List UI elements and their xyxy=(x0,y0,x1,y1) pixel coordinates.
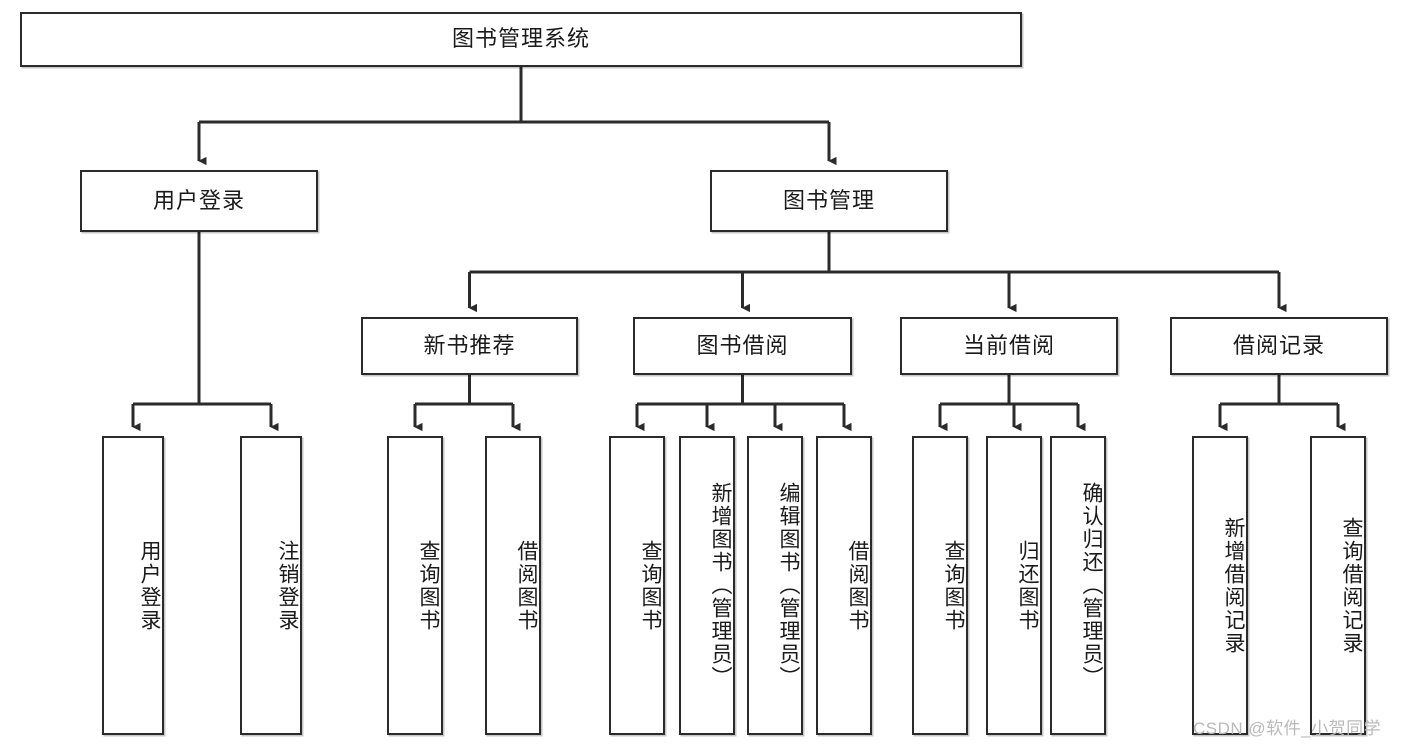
node-leaf-query-book-rec[interactable]: 查询图书 xyxy=(387,436,443,735)
node-label: 查询借阅记录 xyxy=(1340,516,1363,655)
node-label: 借阅记录 xyxy=(1232,332,1325,358)
node-leaf-add-book[interactable]: 新增图书（管理员） xyxy=(679,436,735,735)
node-leaf-user-login[interactable]: 用户登录 xyxy=(102,436,164,735)
node-label: 新增图书（管理员） xyxy=(709,482,732,689)
node-new-book-rec[interactable]: 新书推荐 xyxy=(361,317,578,375)
node-label: 借阅图书 xyxy=(846,539,869,632)
csdn-watermark: CSDN @软件_小贺同学 xyxy=(1193,719,1382,738)
node-leaf-add-record[interactable]: 新增借阅记录 xyxy=(1192,436,1248,735)
node-root[interactable]: 图书管理系统 xyxy=(20,12,1022,67)
node-label: 当前借阅 xyxy=(962,332,1055,358)
node-label: 归还图书 xyxy=(1016,539,1039,632)
node-leaf-confirm-return[interactable]: 确认归还（管理员） xyxy=(1050,436,1106,735)
node-book-manage[interactable]: 图书管理 xyxy=(710,170,948,232)
node-current-borrow[interactable]: 当前借阅 xyxy=(900,317,1118,375)
node-label: 查询图书 xyxy=(639,539,662,632)
node-leaf-query-book-c[interactable]: 查询图书 xyxy=(912,436,968,735)
node-label: 确认归还（管理员） xyxy=(1080,482,1103,689)
node-label: 图书借阅 xyxy=(696,332,789,358)
node-label: 新书推荐 xyxy=(423,332,516,358)
node-leaf-borrow-book-b[interactable]: 借阅图书 xyxy=(816,436,872,735)
node-book-borrow[interactable]: 图书借阅 xyxy=(633,317,852,375)
node-label: 图书管理 xyxy=(782,187,875,213)
node-label: 编辑图书（管理员） xyxy=(777,482,800,689)
node-label: 用户登录 xyxy=(152,187,245,213)
node-user-login[interactable]: 用户登录 xyxy=(80,170,318,232)
node-label: 新增借阅记录 xyxy=(1222,516,1245,655)
node-label: 用户登录 xyxy=(138,539,161,632)
node-label: 图书管理系统 xyxy=(451,26,590,52)
node-leaf-return-book[interactable]: 归还图书 xyxy=(986,436,1042,735)
node-label: 借阅图书 xyxy=(515,539,538,632)
node-leaf-logout[interactable]: 注销登录 xyxy=(240,436,302,735)
node-label: 注销登录 xyxy=(276,539,299,632)
node-label: 查询图书 xyxy=(942,539,965,632)
node-leaf-query-record[interactable]: 查询借阅记录 xyxy=(1310,436,1366,735)
node-label: 查询图书 xyxy=(417,539,440,632)
node-leaf-query-book-b[interactable]: 查询图书 xyxy=(609,436,665,735)
node-borrow-record[interactable]: 借阅记录 xyxy=(1170,317,1388,375)
node-leaf-edit-book[interactable]: 编辑图书（管理员） xyxy=(747,436,803,735)
node-leaf-borrow-book-rec[interactable]: 借阅图书 xyxy=(485,436,541,735)
